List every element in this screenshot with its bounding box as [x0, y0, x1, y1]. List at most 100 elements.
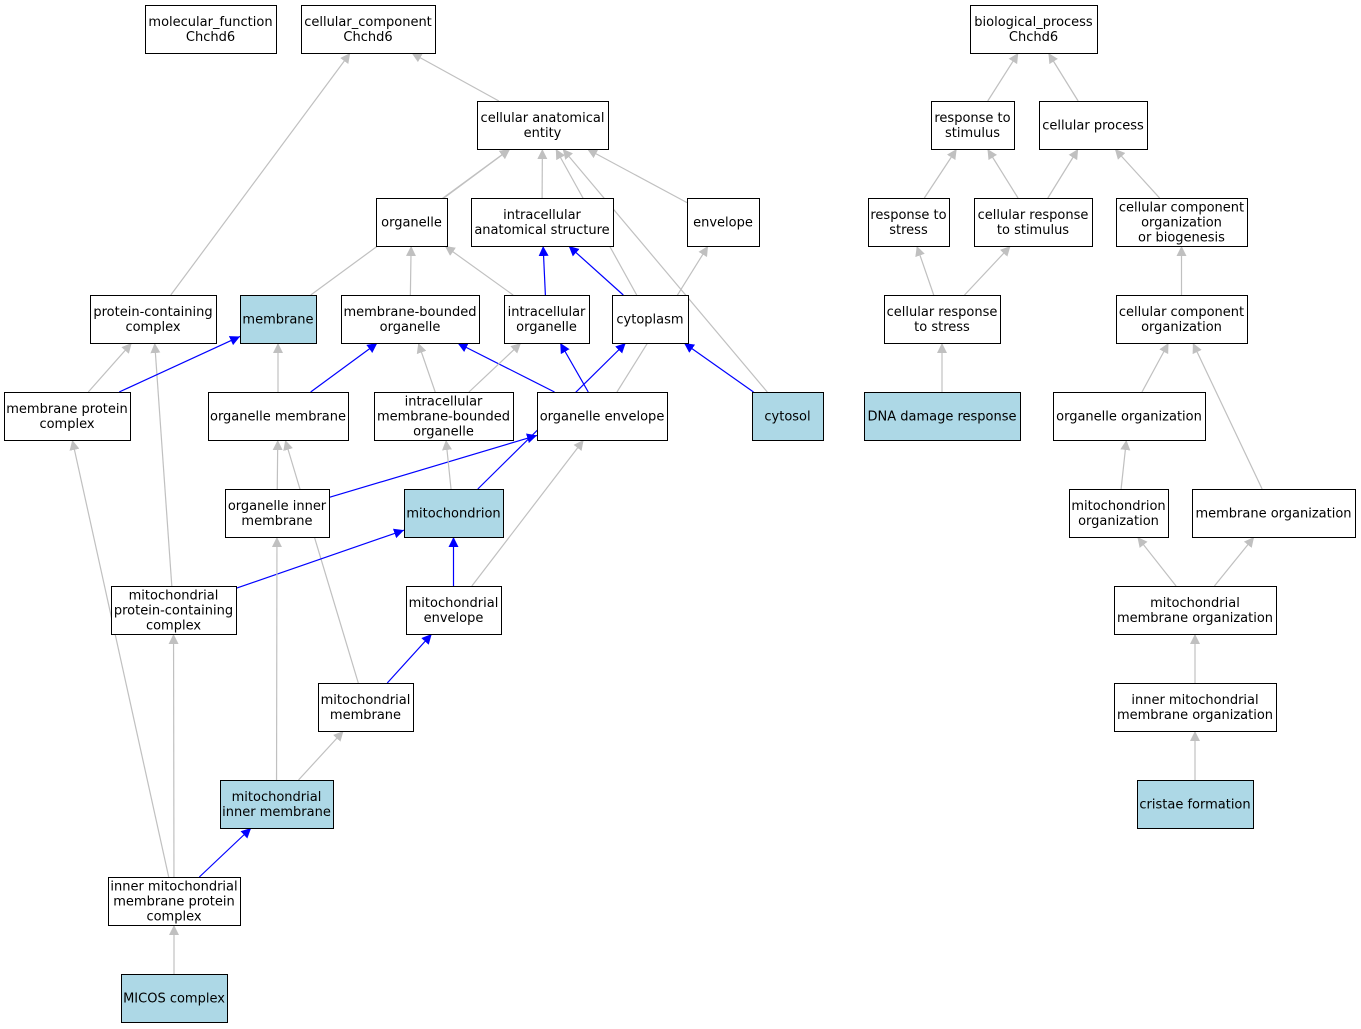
go-term-node-mito[interactable]: mitochondrion [404, 489, 504, 538]
node-box [974, 198, 1093, 247]
node-label-line: intracellular [405, 395, 483, 410]
go-term-node-micos[interactable]: MICOS complex [121, 974, 228, 1023]
node-box [1053, 392, 1206, 441]
edge-org_mem-to-mbo [310, 342, 378, 393]
node-label-line: Chchd6 [1009, 30, 1058, 45]
node-label-line: protein-containing [114, 604, 233, 619]
edge-org_inner_mem-to-org_env [328, 433, 538, 499]
edge-mbo-to-organelle [405, 245, 416, 296]
node-box [1114, 683, 1277, 732]
node-box [108, 877, 241, 926]
node-box [864, 392, 1021, 441]
edge-mito_org-to-org_org [1120, 439, 1131, 490]
node-label-line: membrane protein [113, 895, 234, 910]
edge-mpc-to-pcc [87, 342, 133, 393]
node-box [374, 392, 514, 441]
node-box [208, 392, 349, 441]
edge-imm_pc-to-mito_inner_mem [198, 827, 252, 878]
go-term-node-membrane[interactable]: membrane [240, 295, 317, 344]
node-box [301, 5, 436, 54]
edge-cell_resp_stim-to-resp_stim [986, 148, 1019, 199]
node-box [220, 780, 334, 829]
node-label-line: Chchd6 [186, 30, 235, 45]
node-box [477, 101, 609, 150]
node-label-line: molecular_function [148, 15, 272, 30]
go-term-node-cell_proc[interactable]: cellular process [1039, 101, 1148, 150]
node-box [4, 392, 131, 441]
node-box [1192, 489, 1356, 538]
node-label-line: organelle organization [1056, 410, 1202, 425]
node-label-line: inner mitochondrial [110, 880, 237, 895]
node-box [931, 101, 1015, 150]
node-box [404, 489, 504, 538]
node-label-line: cytoplasm [616, 313, 683, 328]
node-box [341, 295, 480, 344]
go-term-node-org_env[interactable]: organelle envelope [537, 392, 668, 441]
node-label-line: cellular component [1119, 305, 1244, 320]
node-box [687, 198, 760, 247]
node-box [90, 295, 217, 344]
node-label-line: DNA damage response [867, 410, 1016, 425]
node-label-line: to stress [914, 320, 970, 335]
node-label-line: organization [1141, 320, 1222, 335]
go-term-node-cristae[interactable]: cristae formation [1137, 780, 1254, 829]
go-term-node-cytosol[interactable]: cytosol [752, 392, 824, 441]
go-term-node-org_org[interactable]: organelle organization [1053, 392, 1206, 441]
go-term-node-envelope[interactable]: envelope [687, 198, 760, 247]
node-label-line: intracellular [503, 208, 581, 223]
node-box [121, 974, 228, 1023]
edge-envelope-to-cae [586, 148, 688, 204]
node-label-line: complex [125, 320, 180, 335]
node-box [111, 586, 237, 635]
go-term-node-organelle[interactable]: organelle [376, 198, 448, 247]
node-label-line: intracellular [508, 305, 586, 320]
node-box [884, 295, 1001, 344]
node-label-line: protein-containing [93, 305, 212, 320]
edge-imm_pc-to-mpc [69, 439, 170, 878]
edge-layer [69, 52, 1263, 974]
go-term-node-dna_damage[interactable]: DNA damage response [864, 392, 1021, 441]
node-label-line: envelope [693, 216, 753, 231]
edge-imbo-to-intra_org [468, 342, 522, 393]
node-label-line: entity [524, 126, 562, 141]
node-label-line: organelle [413, 425, 474, 440]
go-term-node-cytoplasm[interactable]: cytoplasm [612, 295, 689, 344]
node-box [376, 198, 448, 247]
node-label-line: or biogenesis [1138, 231, 1225, 246]
go-term-node-org_mem[interactable]: organelle membrane [208, 392, 349, 441]
go-term-node-mem_org[interactable]: membrane organization [1192, 489, 1356, 538]
edge-cytoplasm-to-ias [568, 245, 624, 296]
node-box [504, 295, 590, 344]
node-box [612, 295, 689, 344]
node-box [240, 295, 317, 344]
edge-cytosol-to-cytoplasm [683, 342, 754, 393]
node-label-line: mitochondrial [1150, 596, 1240, 611]
node-label-line: MICOS complex [123, 992, 225, 1007]
node-label-line: cellular response [978, 208, 1089, 223]
